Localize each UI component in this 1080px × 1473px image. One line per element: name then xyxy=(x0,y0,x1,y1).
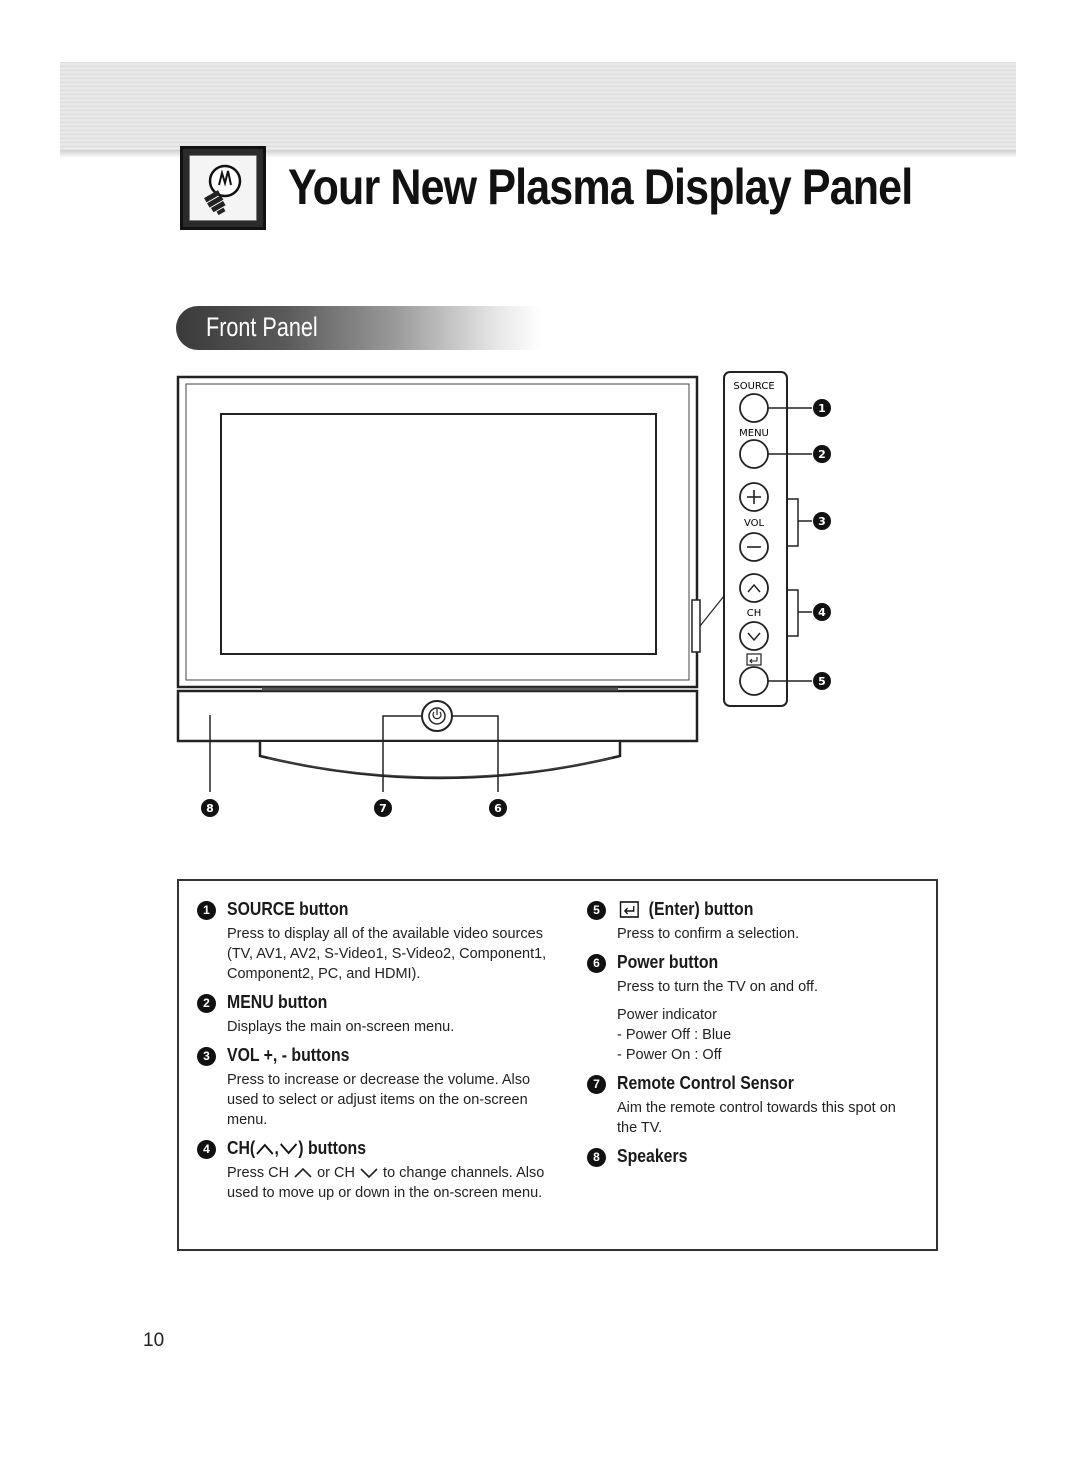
callout-6-label: 6 xyxy=(494,802,502,815)
power-indicator-title: Power indicator xyxy=(617,1007,717,1023)
item-number: 5 xyxy=(587,901,606,920)
callout-2-label: 2 xyxy=(818,448,826,461)
page-number: 10 xyxy=(143,1330,165,1351)
callout-1 xyxy=(813,399,831,417)
ch-up-button-illustration xyxy=(739,573,769,603)
description-box: 1 SOURCE button Press to display all of … xyxy=(177,879,938,1251)
callout-2 xyxy=(813,445,831,463)
enter-icon xyxy=(619,900,639,918)
enter-button-illustration xyxy=(739,666,769,696)
item-number: 8 xyxy=(587,1148,606,1167)
source-label: SOURCE xyxy=(733,381,774,392)
callout-5-label: 5 xyxy=(818,675,826,688)
chevron-up-icon xyxy=(256,1143,274,1155)
callout-8-label: 8 xyxy=(206,802,214,815)
ch-down-button-illustration xyxy=(739,621,769,651)
ch-label: CH xyxy=(747,608,762,619)
menu-button-illustration xyxy=(739,439,769,469)
item-title: Remote Control Sensor xyxy=(617,1073,794,1093)
enter-title: (Enter) button xyxy=(648,899,754,919)
item-desc: Press to increase or decrease the volume… xyxy=(227,1072,531,1128)
item-title: CH( , ) buttons xyxy=(227,1138,517,1159)
ch-desc-b: or CH xyxy=(317,1165,355,1181)
side-control-panel: SOURCE MENU VOL CH xyxy=(723,371,788,707)
tip-icon-box xyxy=(180,146,266,230)
header-band xyxy=(60,62,1016,158)
item-number: 3 xyxy=(197,1047,216,1066)
ch-title-sep: , xyxy=(274,1138,279,1158)
tv-illustration xyxy=(176,375,701,780)
callout-1-label: 1 xyxy=(818,402,826,415)
section-title: Front Panel xyxy=(206,312,318,342)
page-title: Your New Plasma Display Panel xyxy=(288,159,913,215)
description-column-left: 1 SOURCE button Press to display all of … xyxy=(197,899,557,1211)
item-ch: 4 CH( , ) buttons Press CH or CH to chan… xyxy=(197,1138,557,1203)
vol-label: VOL xyxy=(744,518,765,529)
tv-screen xyxy=(220,413,657,655)
ch-title-prefix: CH( xyxy=(227,1138,256,1158)
power-indicator-off: - Power Off : Blue xyxy=(617,1027,732,1043)
item-title: SOURCE button xyxy=(227,899,349,919)
enter-icon xyxy=(746,653,762,666)
callout-5 xyxy=(813,672,831,690)
power-indicator-on: - Power On : Off xyxy=(617,1047,722,1063)
item-desc: Press to turn the TV on and off. xyxy=(617,979,818,995)
chevron-down-icon xyxy=(360,1168,378,1179)
callout-7 xyxy=(374,799,392,817)
item-source: 1 SOURCE button Press to display all of … xyxy=(197,899,557,984)
item-number: 4 xyxy=(197,1140,216,1159)
ch-desc-c: to change channels. xyxy=(383,1165,513,1181)
item-title: (Enter) button xyxy=(617,899,881,920)
item-number: 6 xyxy=(587,954,606,973)
item-menu: 2 MENU button Displays the main on-scree… xyxy=(197,992,557,1037)
item-desc: Displays the main on-screen menu. xyxy=(227,1019,455,1035)
side-control-strip xyxy=(691,599,701,653)
item-title: Speakers xyxy=(617,1146,688,1166)
item-title: MENU button xyxy=(227,992,328,1012)
item-desc: Press CH or CH to change channels. Also … xyxy=(227,1163,557,1203)
item-enter: 5 (Enter) button Press to confirm a sele… xyxy=(587,899,917,944)
item-power: 6 Power button Press to turn the TV on a… xyxy=(587,952,917,1065)
item-desc: Aim the remote control towards this spot… xyxy=(617,1100,896,1136)
chevron-down-icon xyxy=(280,1142,298,1154)
lightbulb-icon xyxy=(189,155,257,221)
callout-4-label: 4 xyxy=(818,606,826,619)
front-panel-diagram: SOURCE MENU VOL CH 1 2 3 xyxy=(176,371,831,817)
callout-6 xyxy=(489,799,507,817)
item-desc: Press to display all of the available vi… xyxy=(227,926,547,982)
item-vol: 3 VOL +, - buttons Press to increase or … xyxy=(197,1045,557,1130)
item-desc: Press to confirm a selection. xyxy=(617,926,800,942)
item-title: VOL +, - buttons xyxy=(227,1045,350,1065)
item-number: 2 xyxy=(197,994,216,1013)
callout-8 xyxy=(201,799,219,817)
chevron-up-icon xyxy=(294,1168,312,1178)
item-speakers: 8 Speakers xyxy=(587,1146,917,1167)
item-remote-sensor: 7 Remote Control Sensor Aim the remote c… xyxy=(587,1073,917,1138)
item-number: 7 xyxy=(587,1075,606,1094)
callout-4 xyxy=(813,603,831,621)
item-title: Power button xyxy=(617,952,719,972)
item-number: 1 xyxy=(197,901,216,920)
ch-title-suffix: ) buttons xyxy=(298,1138,367,1158)
callout-7-label: 7 xyxy=(379,802,387,815)
menu-label: MENU xyxy=(739,428,769,439)
tv-stand xyxy=(258,742,622,780)
source-button-illustration xyxy=(739,393,769,423)
callout-3 xyxy=(813,512,831,530)
callout-3-label: 3 xyxy=(818,515,826,528)
ch-desc-d: Also used to move up or down in the on-s… xyxy=(227,1165,545,1201)
description-column-right: 5 (Enter) button Press to confirm a sele… xyxy=(587,899,917,1175)
ch-desc-a: Press CH xyxy=(227,1165,290,1181)
section-header: Front Panel xyxy=(176,306,542,350)
